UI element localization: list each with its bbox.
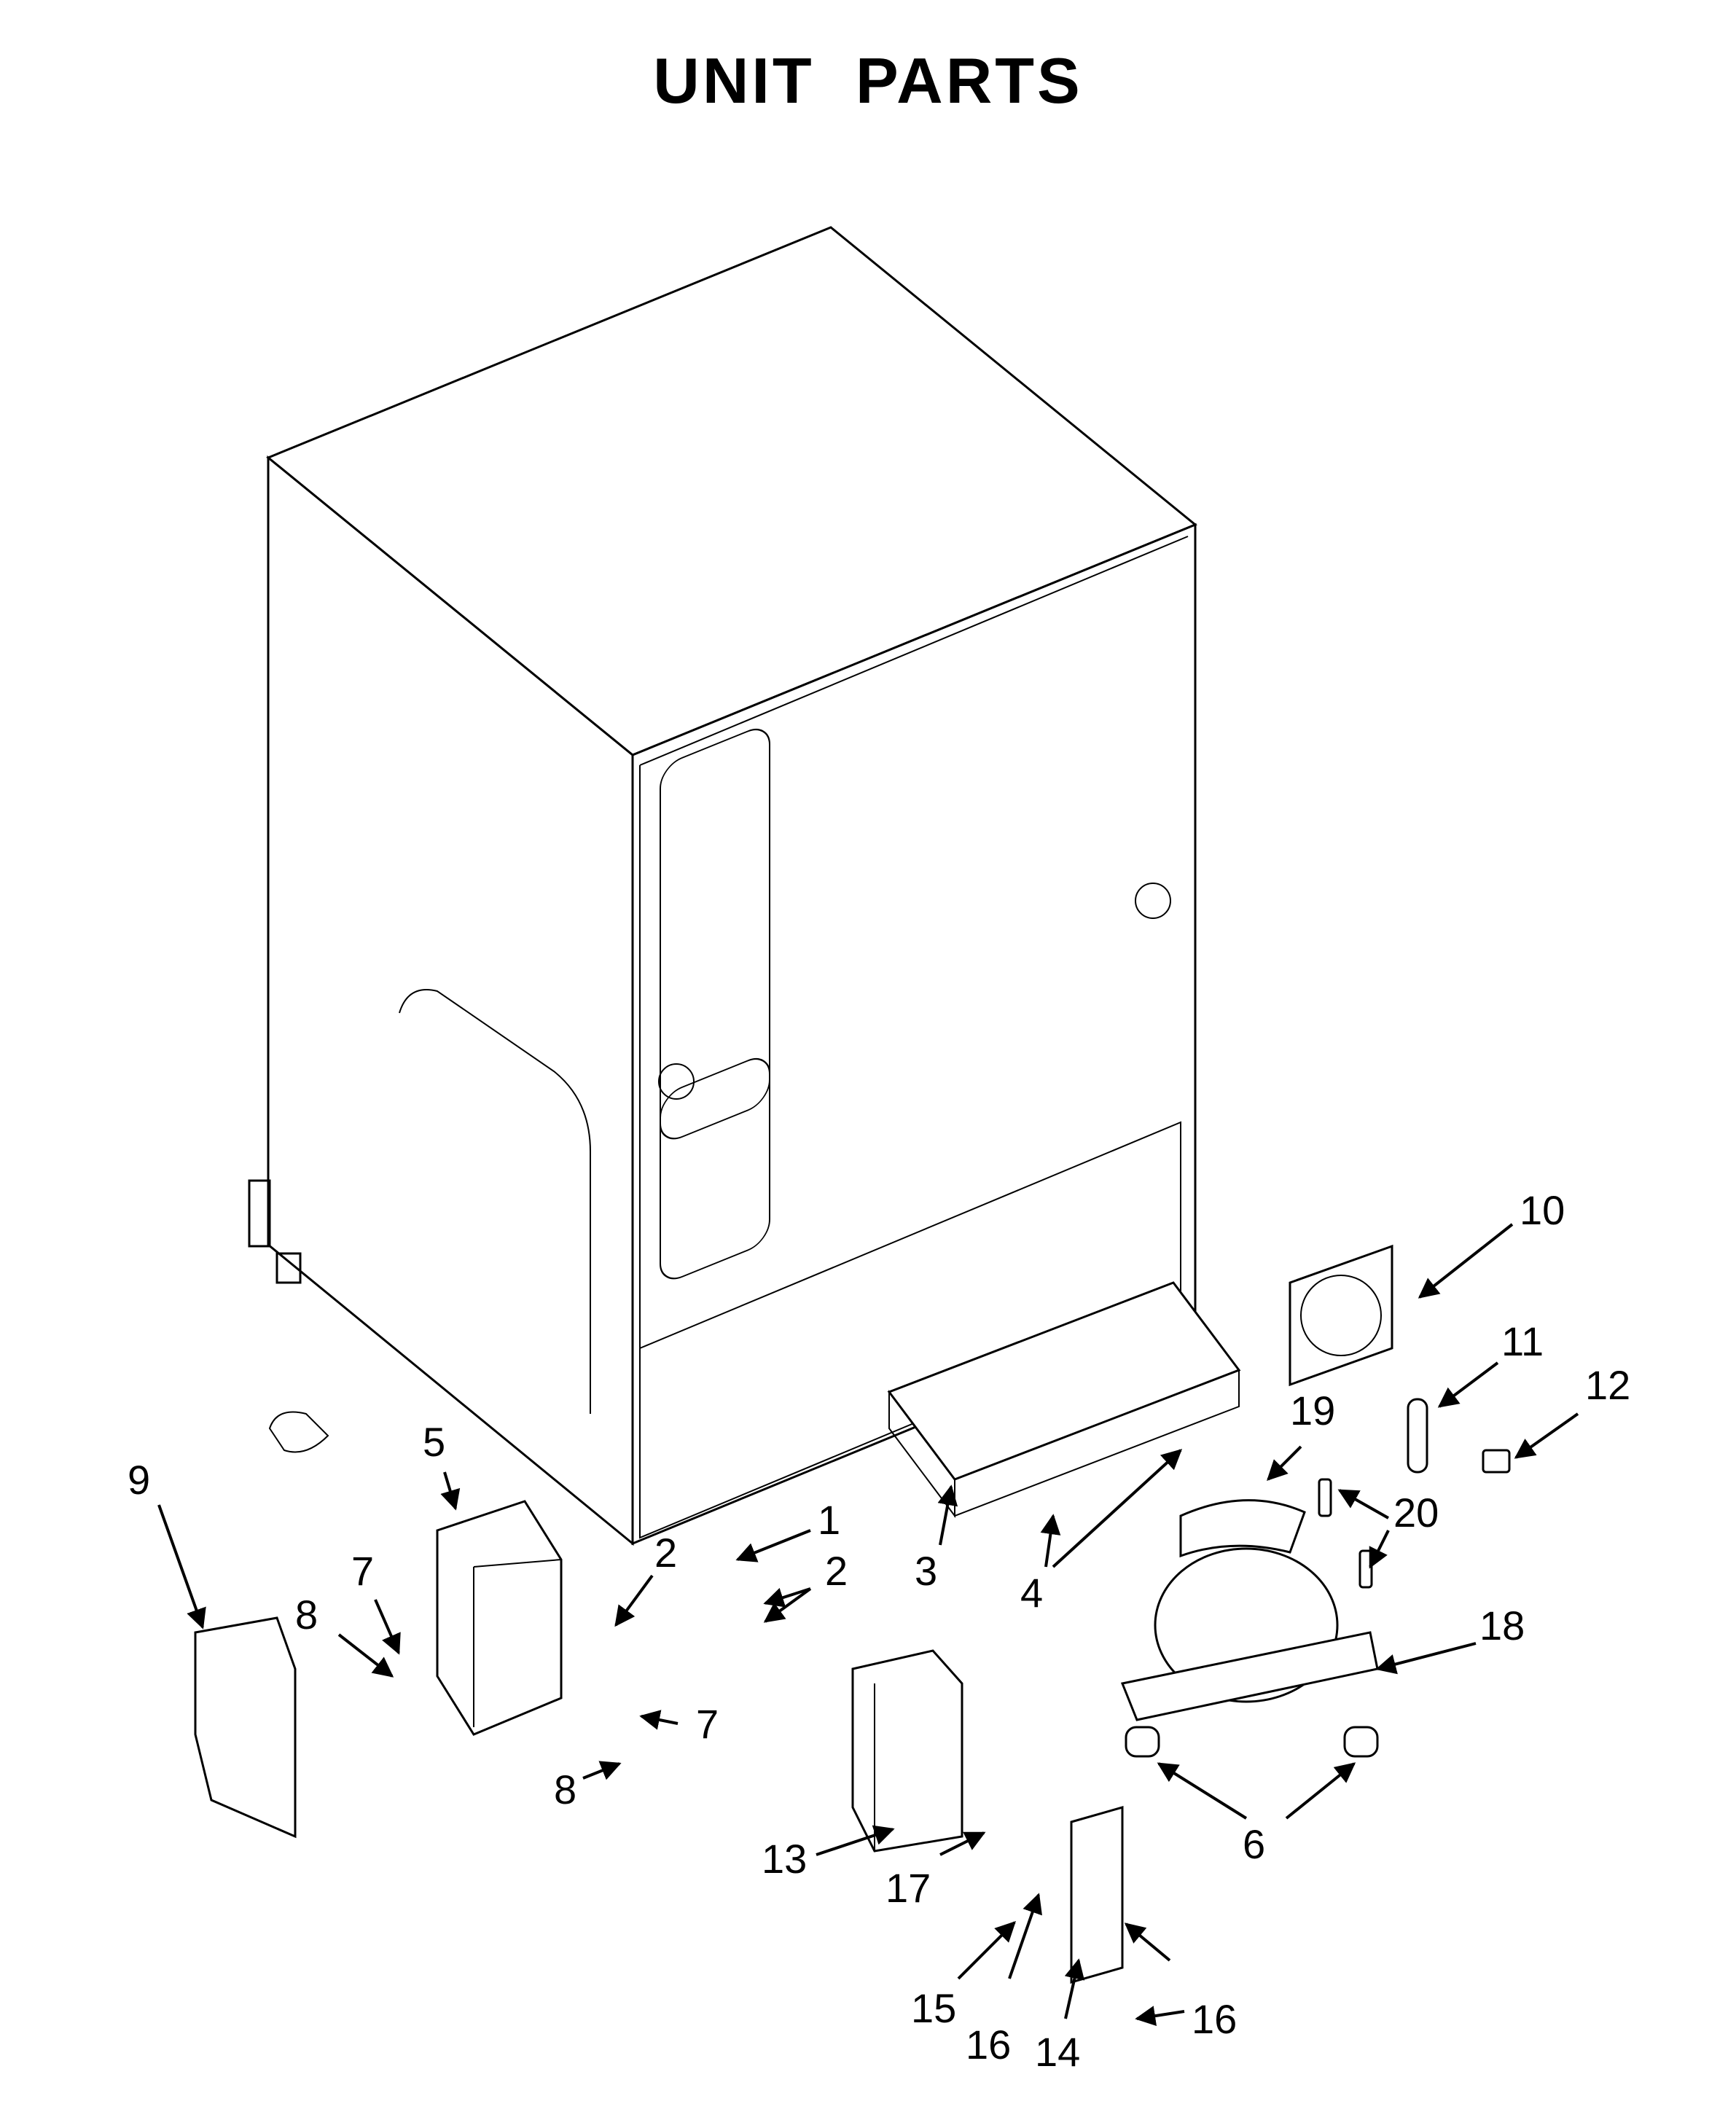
compressor — [1120, 1547, 1379, 1721]
callout-3: 3 — [915, 1548, 937, 1594]
callout-7: 7 — [351, 1548, 374, 1594]
callout-16: 16 — [1192, 1996, 1237, 2042]
callout-1: 1 — [818, 1497, 840, 1543]
callout-12: 12 — [1585, 1362, 1630, 1408]
callout-4: 4 — [1020, 1570, 1043, 1616]
callout-20: 20 — [1393, 1490, 1439, 1536]
screws-20 — [1318, 1478, 1373, 1589]
callout-10: 10 — [1520, 1187, 1565, 1233]
bracket — [1070, 1806, 1124, 1984]
leader-arrows — [157, 1223, 1579, 2027]
callout-9: 9 — [128, 1457, 150, 1503]
filter-drier — [1407, 1398, 1428, 1474]
drain-pan — [887, 1281, 1241, 1518]
callout-15: 15 — [911, 1985, 956, 2031]
callout-8: 8 — [295, 1592, 318, 1638]
callout-16: 16 — [966, 2022, 1011, 2068]
callout-8: 8 — [554, 1767, 576, 1812]
condenser-fan — [1289, 1244, 1393, 1387]
callout-13: 13 — [762, 1836, 807, 1882]
callout-17: 17 — [885, 1865, 931, 1911]
callout-14: 14 — [1035, 2029, 1080, 2075]
grommets — [1125, 1726, 1379, 1758]
callout-19: 19 — [1290, 1388, 1335, 1433]
callout-2: 2 — [654, 1530, 677, 1576]
callout-18: 18 — [1479, 1603, 1525, 1648]
callout-5: 5 — [423, 1419, 445, 1465]
relay-module — [851, 1649, 963, 1853]
callout-6: 6 — [1243, 1821, 1265, 1867]
cover-panel — [194, 1616, 297, 1839]
page-title: UNIT PARTS — [653, 44, 1083, 117]
callout-2: 2 — [825, 1548, 848, 1594]
callout-labels: 1 2 2 2 3 4 5 6 7 7 8 8 9 10 11 12 13 14… — [128, 1187, 1630, 2075]
callout-7: 7 — [696, 1701, 719, 1747]
callout-11: 11 — [1501, 1318, 1544, 1364]
compressor-cover — [1179, 1499, 1306, 1558]
clip — [1482, 1449, 1511, 1474]
control-box — [436, 1500, 563, 1736]
refrigerator-cabinet — [248, 226, 1197, 1546]
